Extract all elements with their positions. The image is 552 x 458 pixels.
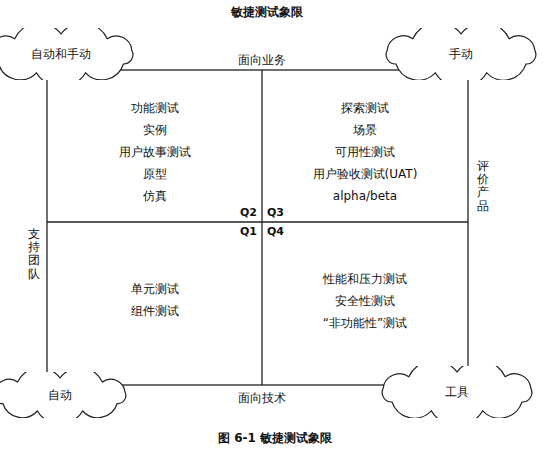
- test-type: 探索测试: [262, 97, 468, 119]
- axis-label: 评价产品: [477, 160, 489, 213]
- figure-caption: 图 6-1 敏捷测试象限: [218, 430, 332, 447]
- cloud-label: 自动: [0, 387, 132, 404]
- cloud-label: 自动和手动: [0, 46, 139, 63]
- cloud-label: 工具: [376, 384, 538, 401]
- test-type: 用户故事测试: [47, 141, 262, 163]
- test-type: alpha/beta: [262, 185, 468, 207]
- axis-label: 面向业务: [238, 52, 286, 69]
- horizontal-divider: [47, 221, 468, 222]
- quadrant-region: 单元测试组件测试 Q1: [47, 222, 262, 385]
- quadrant-number: Q1: [240, 225, 257, 238]
- diagram-title: 敏捷测试象限: [231, 4, 303, 21]
- test-type: 实例: [47, 119, 262, 141]
- test-type: 性能和压力测试: [262, 268, 468, 290]
- test-list: 单元测试组件测试: [47, 278, 262, 322]
- test-type: 场景: [262, 119, 468, 141]
- test-list: 功能测试实例用户故事测试原型仿真: [47, 97, 262, 207]
- test-type: 组件测试: [47, 300, 262, 322]
- test-type: 功能测试: [47, 97, 262, 119]
- quadrant-frame: [47, 70, 468, 385]
- test-type: 仿真: [47, 185, 262, 207]
- cloud-label: 手动: [380, 46, 542, 63]
- cloud-shape: 工具: [376, 366, 538, 418]
- test-type: 用户验收测试(UAT): [262, 163, 468, 185]
- test-type: 原型: [47, 163, 262, 185]
- vertical-divider: [261, 70, 262, 385]
- test-type: 可用性测试: [262, 141, 468, 163]
- test-type: “非功能性”测试: [262, 312, 468, 334]
- test-type: 单元测试: [47, 278, 262, 300]
- test-list: 探索测试场景可用性测试用户验收测试(UAT)alpha/beta: [262, 97, 468, 207]
- quadrant-number: Q2: [240, 206, 257, 219]
- quadrant-number: Q3: [267, 206, 284, 219]
- test-type: 安全性测试: [262, 290, 468, 312]
- axis-label: 支持团队: [28, 228, 40, 281]
- quadrant-region: 探索测试场景可用性测试用户验收测试(UAT)alpha/betaQ3: [262, 70, 468, 222]
- cloud-shape: 手动: [380, 28, 542, 80]
- cloud-shape: 自动: [0, 372, 132, 418]
- cloud-shape: 自动和手动: [0, 28, 139, 80]
- quadrant-region: 功能测试实例用户故事测试原型仿真Q2: [47, 70, 262, 222]
- quadrant-number: Q4: [267, 225, 284, 238]
- test-list: 性能和压力测试安全性测试“非功能性”测试: [262, 268, 468, 334]
- quadrant-region: 性能和压力测试安全性测试“非功能性”测试 Q4: [262, 222, 468, 385]
- axis-label: 面向技术: [238, 390, 286, 407]
